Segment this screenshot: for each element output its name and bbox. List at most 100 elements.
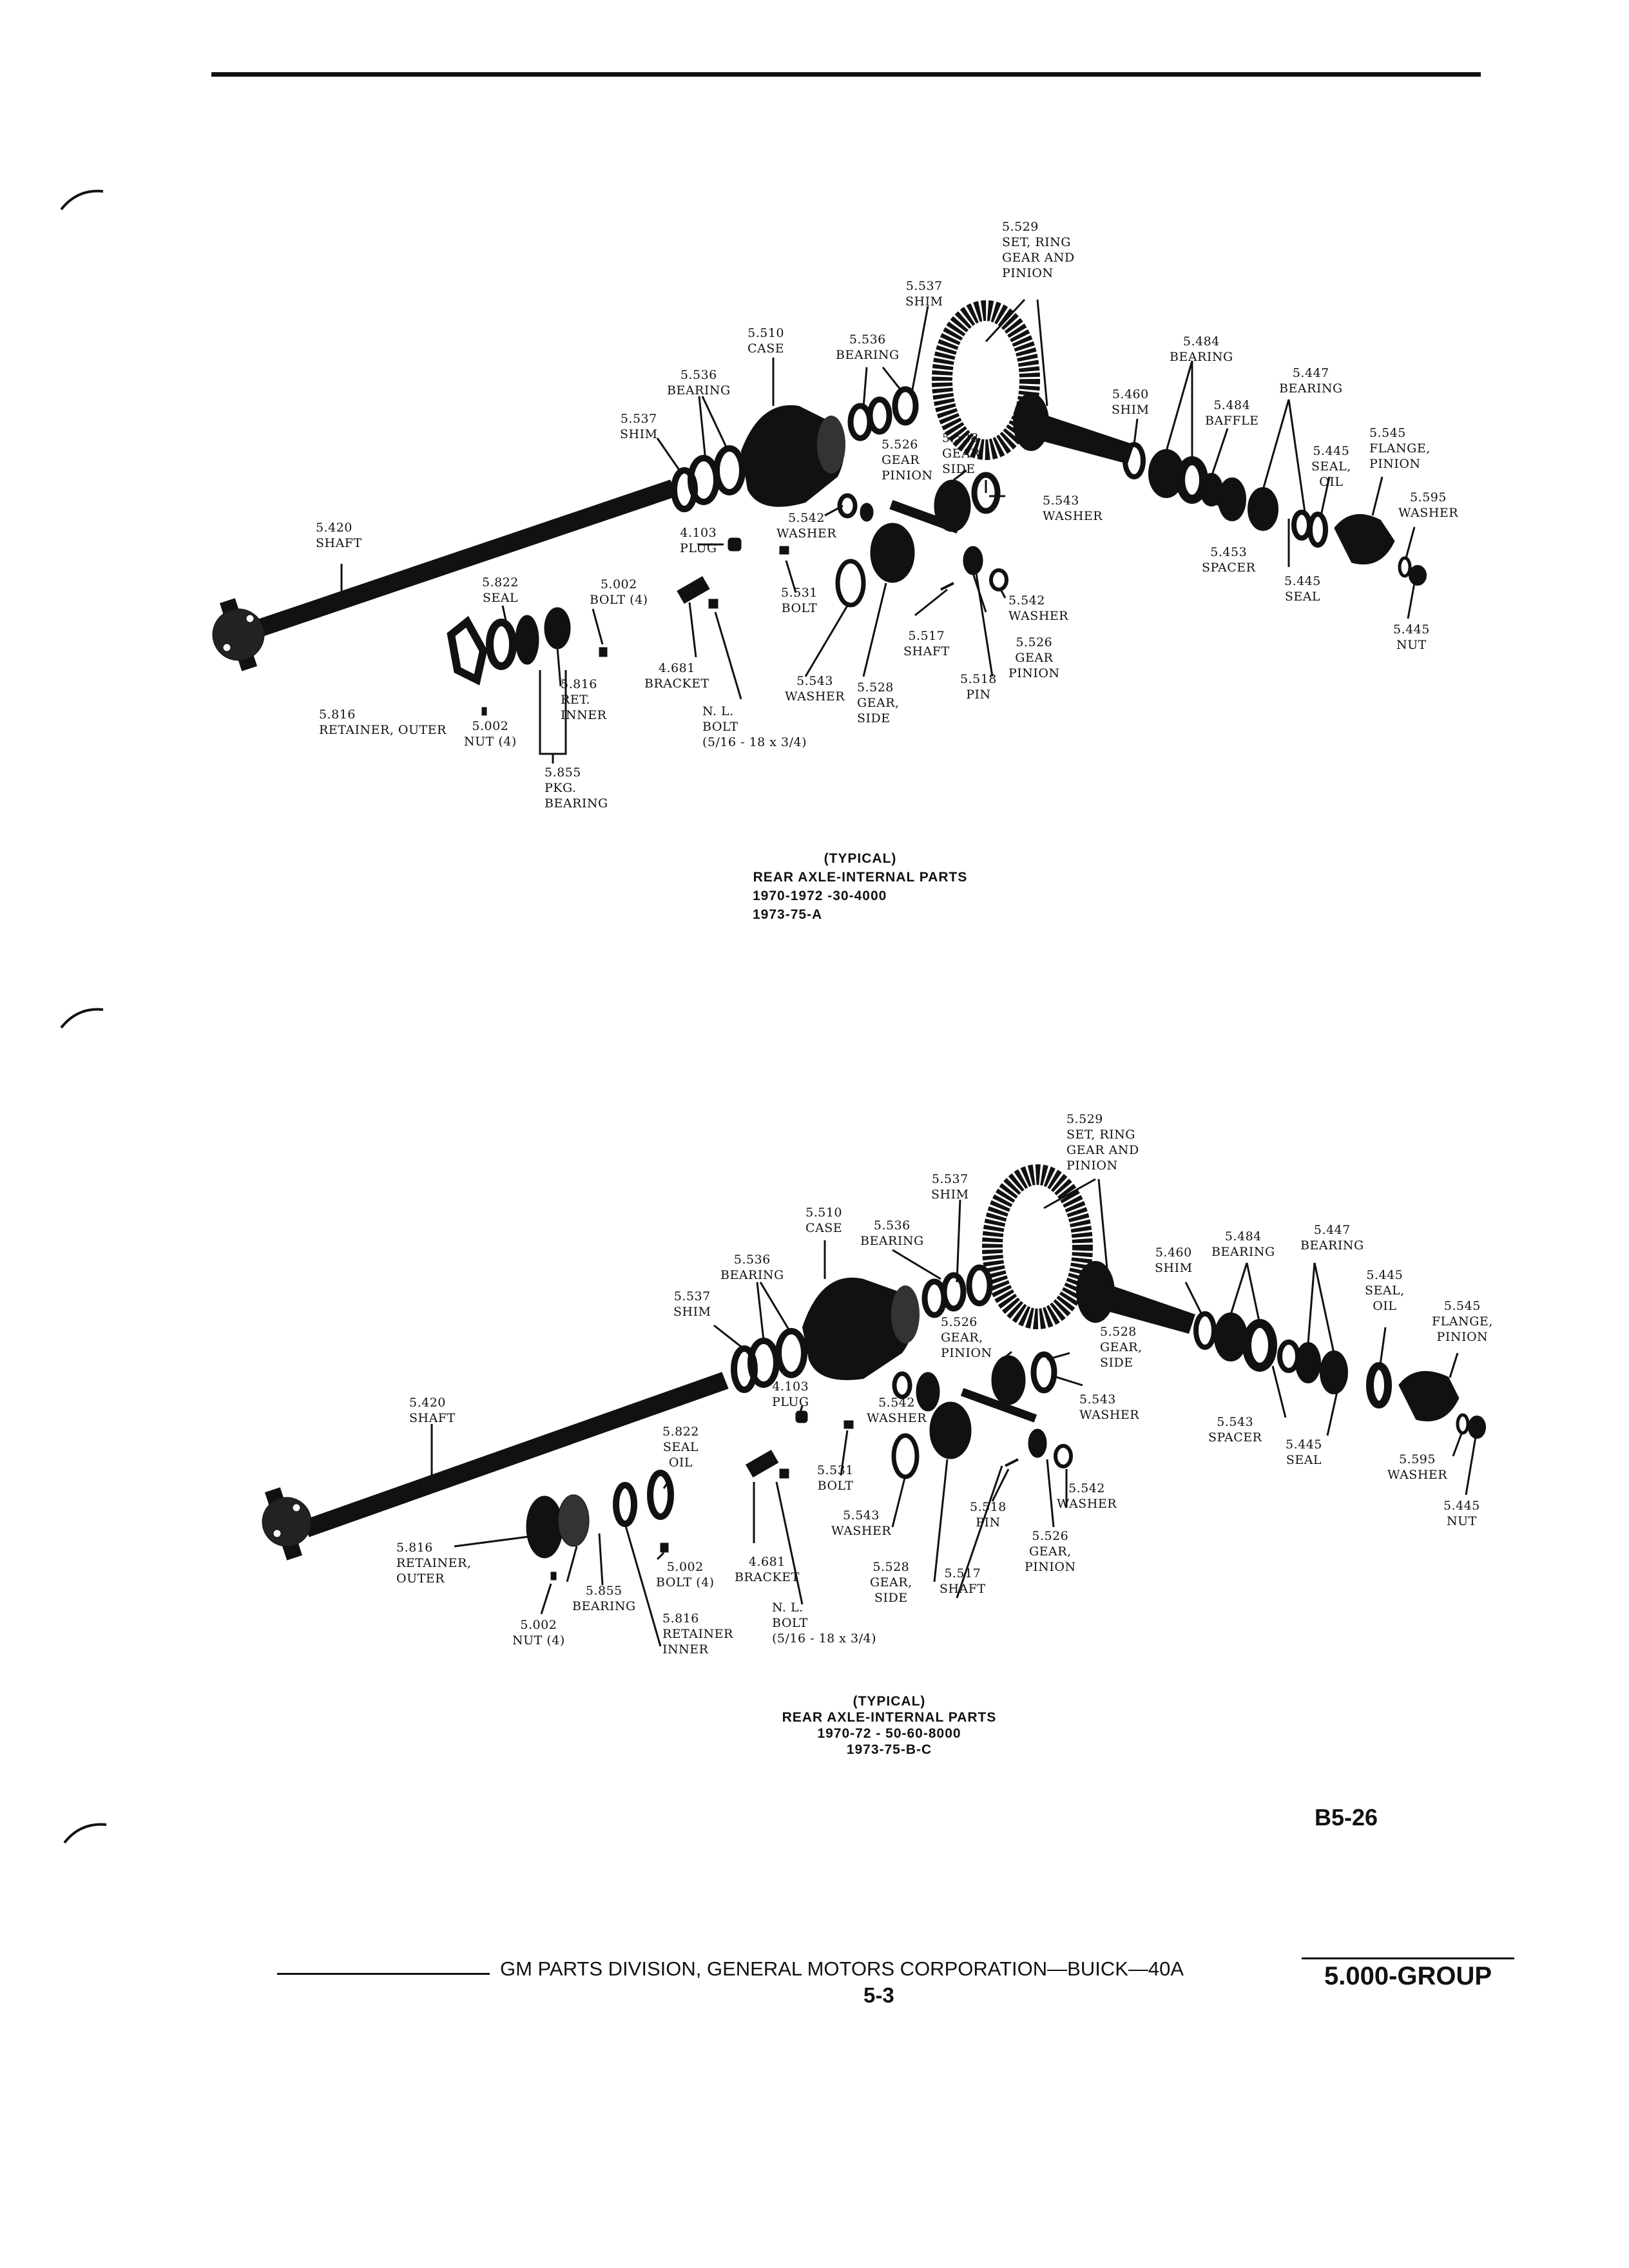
footer-rule-right — [1302, 1957, 1514, 1959]
axle-shaft-2 — [262, 1372, 729, 1561]
axle-shaft-1 — [212, 479, 677, 671]
ring-gear-1 — [932, 300, 1040, 460]
page-code: B5-26 — [1315, 1804, 1378, 1831]
shim-bearings-1 — [671, 445, 746, 512]
leader-lines-2 — [430, 1178, 1477, 1647]
diagram-2-caption: (TYPICAL) REAR AXLE-INTERNAL PARTS 1970-… — [782, 1694, 997, 1757]
diff-case-2 — [802, 1277, 920, 1380]
ring-gear-2 — [982, 1164, 1093, 1329]
diagram-1-caption: (TYPICAL) REAR AXLE-INTERNAL PARTS 1970-… — [753, 851, 968, 922]
footer-page-number: 5-3 — [863, 1983, 894, 2007]
label-d2-nl-bolt: N. L.BOLT(5/16 - 18 x 3/4) — [772, 1600, 877, 1646]
retainer-group-2 — [526, 1470, 674, 1581]
pinion-gear-2 — [1076, 1261, 1195, 1334]
pinion-stack-1 — [1123, 442, 1427, 586]
diagram-1-artwork — [212, 298, 1427, 764]
leader-lines-1 — [340, 298, 1416, 764]
shim-bearings-2 — [731, 1328, 807, 1393]
pinion-gear-1 — [1013, 393, 1134, 464]
diff-case-1 — [741, 405, 845, 507]
binder-mark-3 — [63, 1823, 107, 1844]
binder-mark-2 — [60, 1008, 104, 1029]
footer-rule-left — [277, 1973, 490, 1975]
footer-group: 5.000-GROUP — [1324, 1962, 1492, 1990]
footer-company: GM PARTS DIVISION, GENERAL MOTORS CORPOR… — [500, 1957, 1184, 1980]
binder-mark-1 — [60, 189, 104, 211]
label-d1-nl-bolt: N. L.BOLT(5/16 - 18 x 3/4) — [702, 704, 807, 749]
side-bearings-1 — [847, 386, 919, 441]
retainer-group-1 — [447, 607, 608, 716]
diff-internals-2 — [745, 1351, 1073, 1479]
top-rule — [211, 72, 1481, 77]
side-bearings-2 — [921, 1264, 993, 1318]
